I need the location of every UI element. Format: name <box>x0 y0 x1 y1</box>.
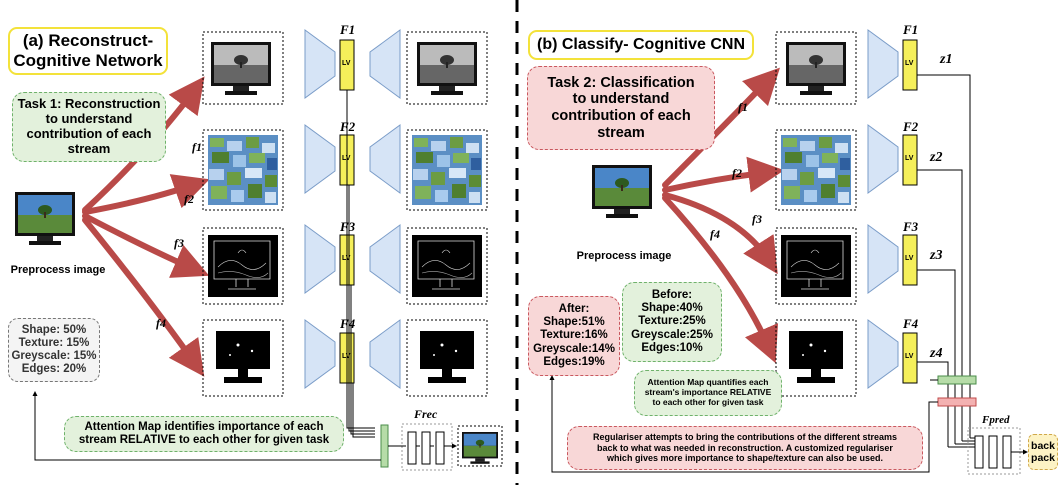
left-encoder-2 <box>304 124 336 194</box>
left-stream-label-2: f2 <box>184 192 194 206</box>
right-encoder-label-2: F2 <box>903 119 919 134</box>
left-decoder-3 <box>369 224 401 294</box>
left-stream-box-1 <box>202 31 284 105</box>
right-latent-label-2: z2 <box>930 150 943 165</box>
right-latent-label-3: z3 <box>930 248 943 263</box>
left-stream-box-2 <box>202 129 284 211</box>
left-output-box-2 <box>406 129 488 211</box>
right-encoder-label-3: F3 <box>903 219 919 234</box>
right-stream-label-4: f4 <box>710 227 720 241</box>
left-encoder-label-4: F4 <box>340 316 356 331</box>
right-lv-3 <box>902 234 918 286</box>
left-attention-gate <box>380 424 389 468</box>
left-attention-note: Attention Map identifies importance of e… <box>64 416 344 452</box>
left-lv-text-4: LV <box>342 353 351 360</box>
left-preprocess-label: Preprocess image <box>10 263 106 276</box>
left-output-box-4 <box>406 319 488 397</box>
right-stream-label-1: f1 <box>738 100 748 114</box>
right-lv-1 <box>902 39 918 91</box>
left-encoder-label-2: F2 <box>340 119 356 134</box>
left-input-image <box>15 192 75 245</box>
right-fpred-label: Fpred <box>982 414 1010 426</box>
right-lv-4 <box>902 332 918 384</box>
right-stream-box-3 <box>775 227 857 305</box>
right-panel-title: (b) Classify- Cognitive CNN <box>528 30 754 60</box>
left-lv-text-2: LV <box>342 155 351 162</box>
left-decoder-4 <box>369 319 401 389</box>
right-stream-label-2: f2 <box>732 166 742 180</box>
right-stream-label-3: f3 <box>752 212 762 226</box>
right-lv-text-1: LV <box>905 60 914 67</box>
right-preprocess-label: Preprocess image <box>576 249 672 262</box>
right-fpred-block <box>967 427 1028 475</box>
left-stats-box: Shape: 50% Texture: 15% Greyscale: 15% E… <box>8 318 100 382</box>
right-encoder-2 <box>867 124 899 194</box>
left-feedback-line <box>32 391 381 461</box>
right-attention-bar-red <box>937 397 977 407</box>
left-encoder-3 <box>304 224 336 294</box>
left-frec-block <box>388 423 456 471</box>
left-panel-title: (a) Reconstruct- Cognitive Network <box>8 27 168 75</box>
left-frec-label: Frec <box>414 407 438 421</box>
left-lv-text-3: LV <box>342 255 351 262</box>
right-input-image <box>592 165 652 218</box>
right-stream-box-2 <box>775 129 857 211</box>
left-lv-wires <box>346 90 375 438</box>
left-stream-label-1: f1 <box>192 140 202 154</box>
right-encoder-4 <box>867 319 899 389</box>
right-latent-label-4: z4 <box>930 346 943 361</box>
right-encoder-1 <box>867 29 899 99</box>
left-stream-label-3: f3 <box>174 236 184 250</box>
left-encoder-4 <box>304 319 336 389</box>
left-frec-output <box>457 425 503 467</box>
right-encoder-label-4: F4 <box>903 316 919 331</box>
left-stream-box-4 <box>202 319 284 397</box>
right-encoder-3 <box>867 224 899 294</box>
right-latent-label-1: z1 <box>940 52 953 67</box>
right-feedback-line <box>549 375 938 473</box>
left-decoder-1 <box>369 29 401 99</box>
right-lv-text-4: LV <box>905 353 914 360</box>
right-task-label: Task 2: Classification to understand con… <box>527 66 715 150</box>
right-lv-text-2: LV <box>905 155 914 162</box>
right-after-box: After: Shape:51% Texture:16% Greyscale:1… <box>528 296 620 376</box>
right-stream-box-1 <box>775 31 857 105</box>
right-attention-note: Attention Map quantifies each stream's i… <box>634 370 782 416</box>
left-output-box-1 <box>406 31 488 105</box>
left-output-box-3 <box>406 227 488 305</box>
right-output-label: back pack <box>1028 434 1058 470</box>
right-encoder-label-1: F1 <box>903 22 919 37</box>
right-stream-arrows <box>662 67 785 364</box>
left-encoder-label-1: F1 <box>340 22 356 37</box>
left-encoder-label-3: F3 <box>340 219 356 234</box>
right-lv-2 <box>902 134 918 186</box>
right-lv-text-3: LV <box>905 255 914 262</box>
right-z-wires <box>917 74 975 448</box>
left-lv-text-1: LV <box>342 60 351 67</box>
left-task-label: Task 1: Reconstruction to understand con… <box>12 92 166 162</box>
right-stream-box-4 <box>775 319 857 397</box>
left-decoder-2 <box>369 124 401 194</box>
right-before-box: Before: Shape:40% Texture:25% Greyscale:… <box>622 282 722 362</box>
left-stream-label-4: f4 <box>156 316 166 330</box>
right-attention-bar-green <box>937 375 977 385</box>
right-regulariser-note: Regulariser attempts to bring the contri… <box>567 426 923 470</box>
left-stream-box-3 <box>202 227 284 305</box>
left-encoder-1 <box>304 29 336 99</box>
